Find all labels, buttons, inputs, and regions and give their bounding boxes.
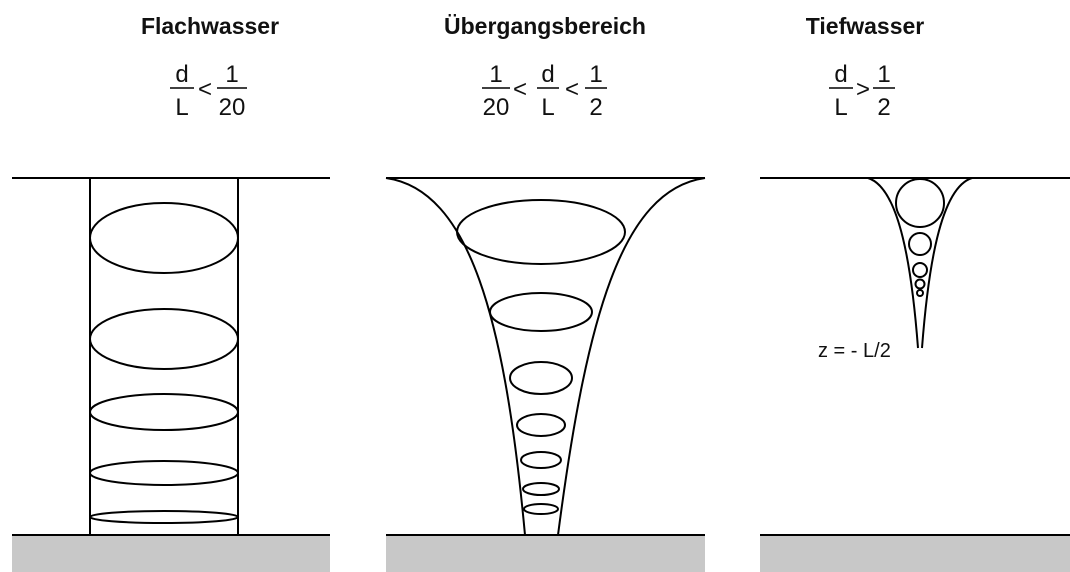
svg-text:<: < [513,76,527,103]
orbit-ellipse [89,308,239,370]
panel-title: Flachwasser [141,13,279,39]
orbit-ellipse [516,413,566,437]
depth-criterion-formula: 1 20 < d L < 1 2 [482,61,607,121]
envelope-left [867,177,919,349]
envelope-left [385,177,526,536]
orbit-ellipse [489,292,593,332]
orbit-ellipse [89,510,239,524]
svg-text:d: d [175,61,188,88]
depth-criterion-formula: d L < 1 20 [170,61,247,121]
orbit-ellipse [520,451,562,469]
envelope-right [921,177,973,349]
orbit-ellipse [456,199,626,265]
orbit-circle [895,178,945,228]
svg-text:<: < [198,76,212,103]
svg-text:d: d [834,61,847,88]
orbit-circle [916,289,924,297]
svg-text:20: 20 [219,94,246,121]
orbit-ellipse [89,460,239,486]
svg-text:L: L [834,94,847,121]
svg-text:1: 1 [225,61,238,88]
panel-tiefwasser: Tiefwasser d L > 1 2 z = - L/2 [760,13,1070,572]
svg-text:2: 2 [589,94,602,121]
panel-uebergangsbereich: Übergangsbereich 1 20 < d L < 1 2 [385,13,706,572]
seabed [12,535,330,572]
svg-text:>: > [856,76,870,103]
orbit-ellipse [509,361,573,395]
envelope-right [557,177,706,536]
depth-criterion-formula: d L > 1 2 [829,61,895,121]
seabed [760,535,1070,572]
panel-flachwasser: Flachwasser d L < 1 20 [12,13,330,572]
panel-title: Tiefwasser [806,13,925,39]
svg-text:d: d [541,61,554,88]
orbit-circle [908,232,932,256]
orbit-ellipse [89,202,239,274]
orbit-ellipse [522,482,560,496]
svg-text:1: 1 [877,61,890,88]
orbit-circle [914,278,926,290]
svg-text:1: 1 [589,61,602,88]
svg-text:L: L [175,94,188,121]
orbit-circle [912,262,928,278]
svg-text:20: 20 [483,94,510,121]
orbit-ellipse [89,393,239,431]
orbit-ellipse [523,503,559,515]
panel-title: Übergangsbereich [444,13,646,39]
svg-text:2: 2 [877,94,890,121]
seabed [386,535,705,572]
depth-label: z = - L/2 [818,340,891,362]
svg-text:L: L [541,94,554,121]
svg-text:<: < [565,76,579,103]
svg-text:1: 1 [489,61,502,88]
